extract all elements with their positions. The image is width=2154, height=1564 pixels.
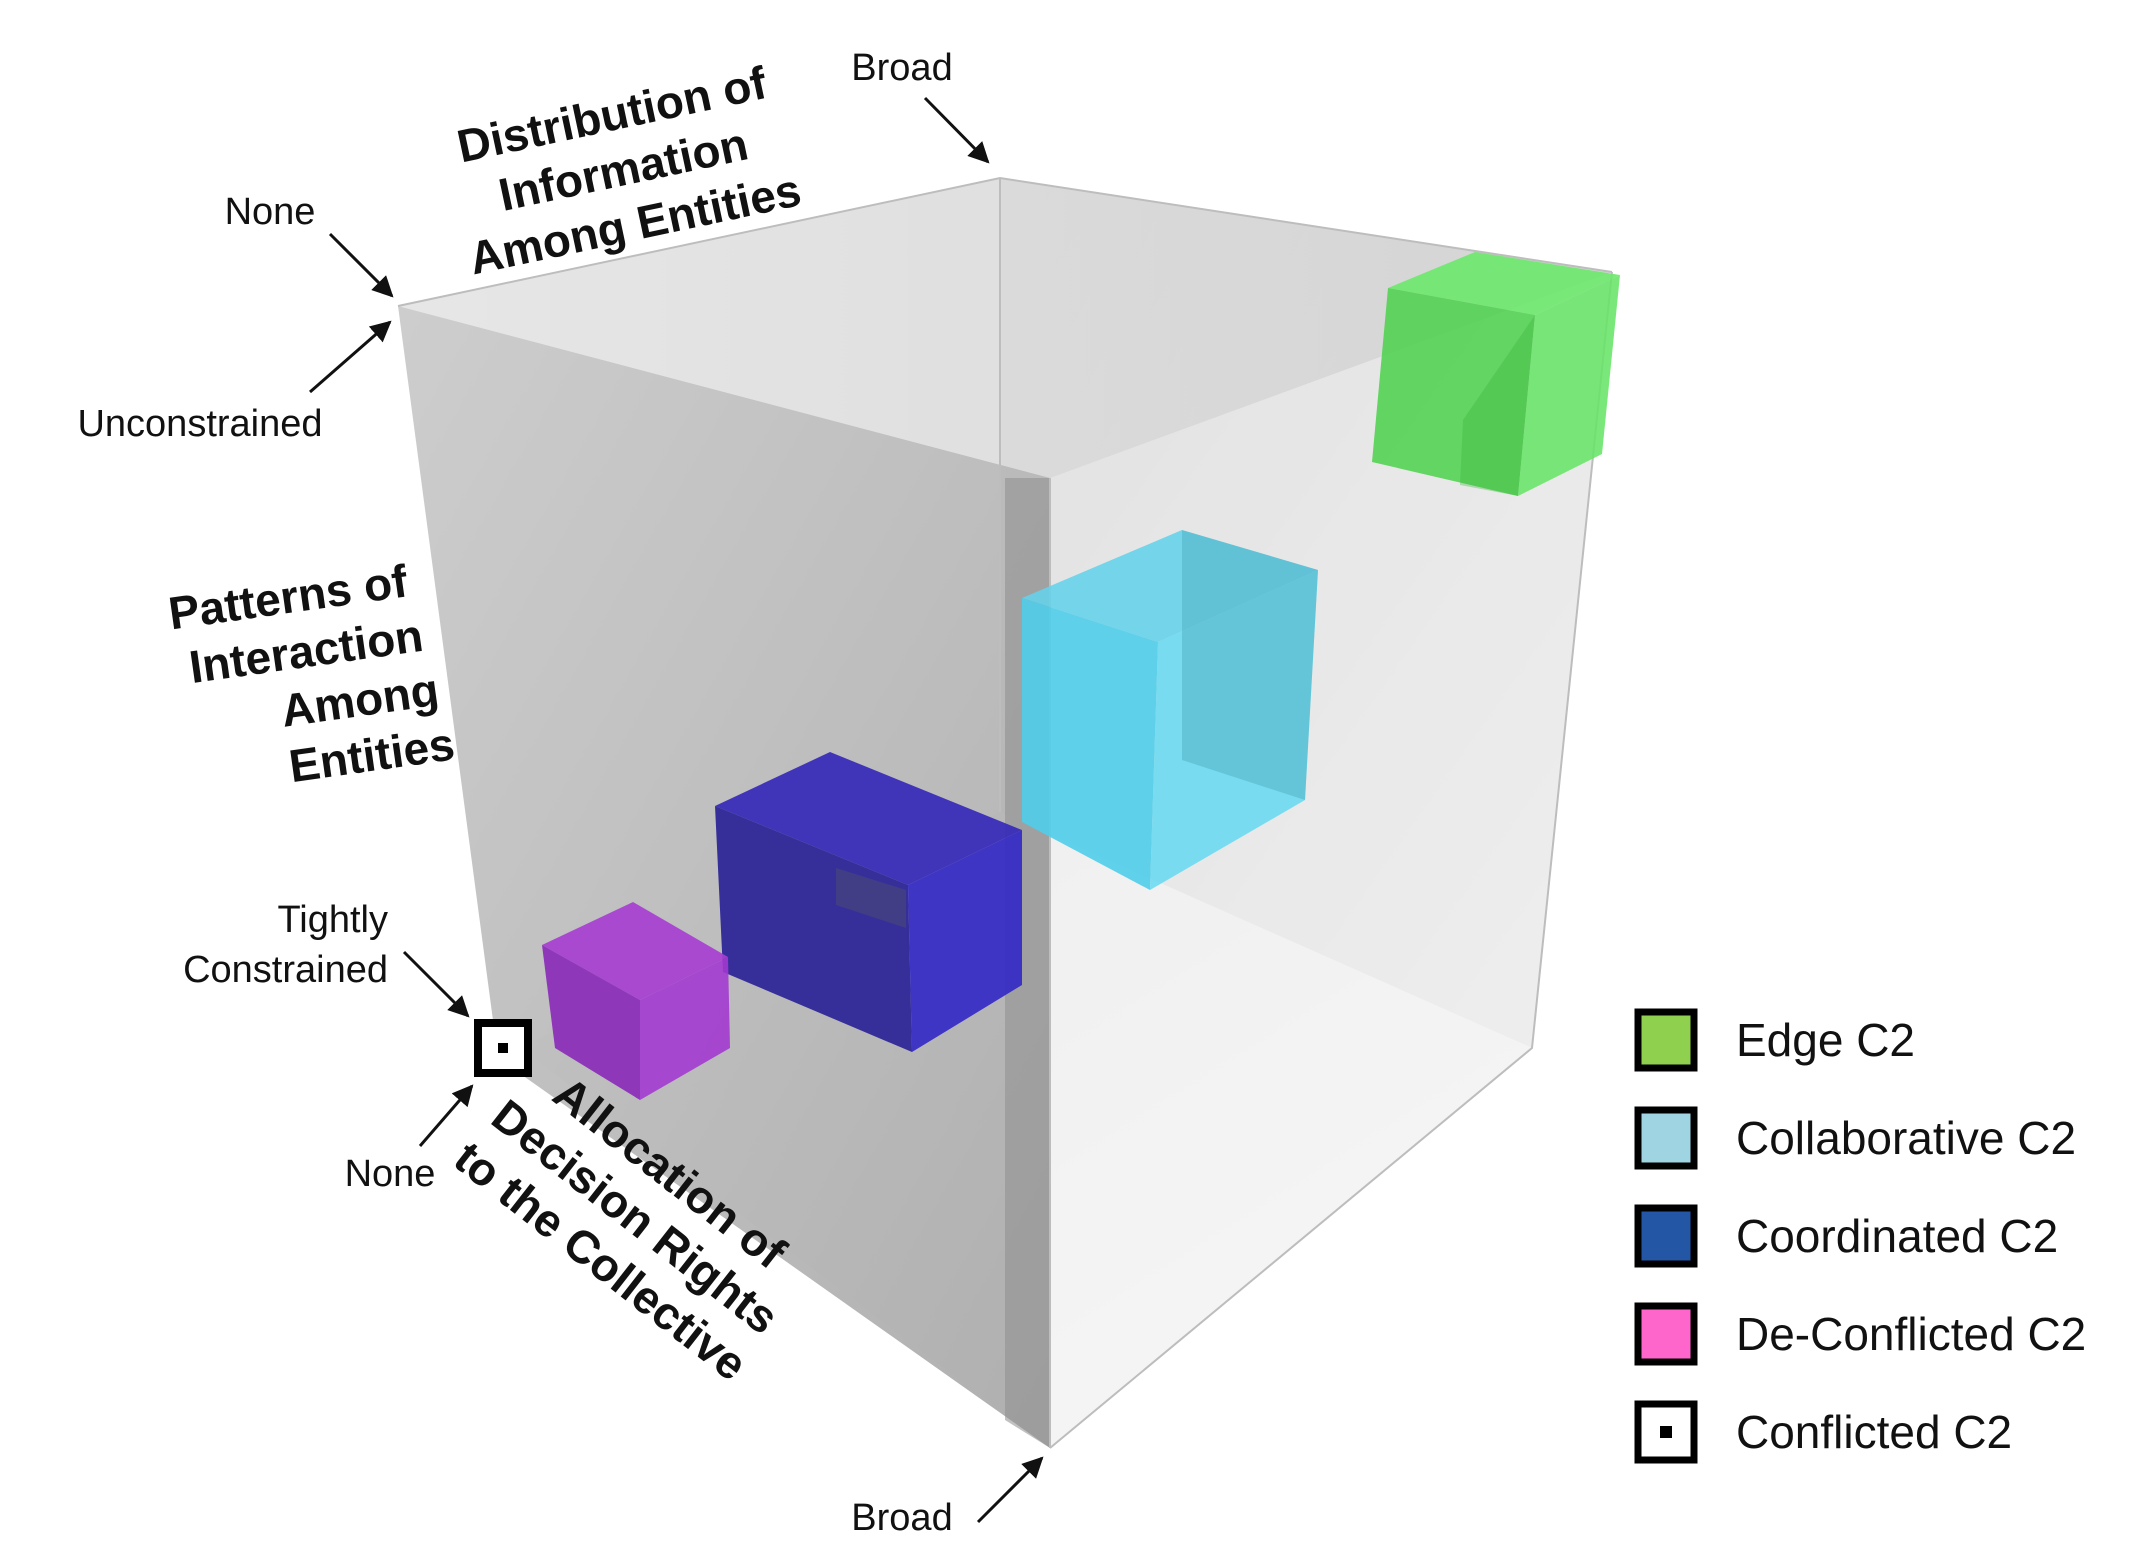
legend-label: De-Conflicted C2	[1736, 1308, 2086, 1360]
interaction-axis-title: Patterns of Interaction Among Entities	[165, 554, 457, 792]
info-broad-arrow	[923, 96, 990, 164]
tightly-constrained-arrow	[402, 950, 470, 1018]
info-none-label: None	[225, 191, 316, 233]
cube-top-face	[398, 178, 1612, 478]
legend-item: Coordinated C2	[1634, 1204, 2058, 1268]
legend-label: Collaborative C2	[1736, 1112, 2076, 1164]
axis-endpoint-labels: Broad None Unconstrained Tightly Constra…	[77, 47, 1044, 1539]
legend-swatch	[1634, 1204, 1698, 1268]
legend-swatch	[1634, 1008, 1698, 1072]
decision-none-arrow	[418, 1084, 474, 1147]
info-none-arrow	[328, 232, 394, 298]
decision-none-label: None	[345, 1153, 436, 1195]
tightly-constrained-line-1: Tightly	[277, 899, 388, 941]
legend-item: Collaborative C2	[1634, 1106, 2076, 1170]
legend-dot-marker	[1660, 1426, 1672, 1438]
decision-broad-label: Broad	[851, 1497, 952, 1539]
legend-swatch	[1634, 1302, 1698, 1366]
legend-label: Conflicted C2	[1736, 1406, 2012, 1458]
edge-c2-region	[1372, 252, 1620, 496]
legend-item: Edge C2	[1634, 1008, 1915, 1072]
interaction-unconstrained-label: Unconstrained	[77, 403, 322, 445]
legend-item: Conflicted C2	[1634, 1400, 2012, 1464]
collaborative-c2-region	[1022, 530, 1318, 890]
tightly-constrained-line-2: Constrained	[183, 949, 388, 991]
coordinated-c2-region	[715, 752, 1022, 1052]
info-broad-label: Broad	[851, 47, 952, 89]
decision-broad-arrow	[976, 1456, 1044, 1524]
legend-label: Coordinated C2	[1736, 1210, 2058, 1262]
de-conflicted-c2-region	[542, 902, 730, 1100]
interaction-unconstrained-arrow	[309, 320, 392, 394]
legend-label: Edge C2	[1736, 1014, 1915, 1066]
legend: Edge C2 Collaborative C2 Coordinated C2 De-…	[1634, 1008, 2086, 1464]
legend-swatch	[1634, 1106, 1698, 1170]
legend-item: De-Conflicted C2	[1634, 1302, 2086, 1366]
conflicted-c2-marker	[474, 1019, 532, 1077]
